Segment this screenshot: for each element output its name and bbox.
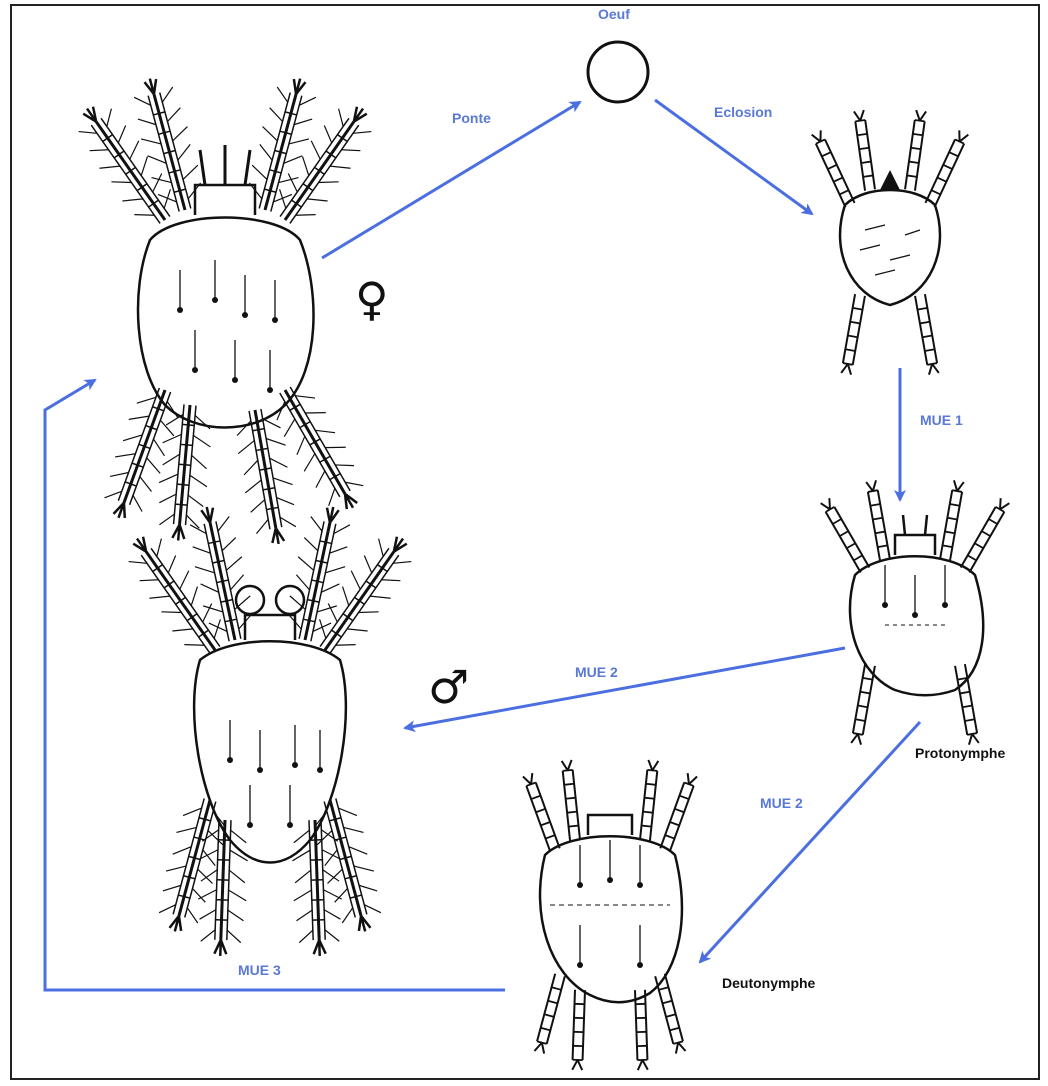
- moult3-label: MUE 3: [238, 962, 281, 978]
- egg-label: Oeuf: [598, 6, 630, 22]
- male-symbol-icon: ♂: [428, 664, 469, 710]
- male-mite-icon: [117, 502, 422, 957]
- laying-label: Ponte: [452, 110, 491, 126]
- female-symbol-icon: ♀: [355, 276, 389, 322]
- moult2-deuto-label: MUE 2: [760, 795, 803, 811]
- deutonymph-icon: [523, 760, 697, 1070]
- protonymph-icon: [821, 480, 1010, 744]
- arrow-mue2-deuto: [700, 722, 920, 962]
- egg-icon: [588, 42, 648, 102]
- moult1-label: MUE 1: [920, 412, 963, 428]
- moult2-male-label: MUE 2: [575, 664, 618, 680]
- arrow-mue2-male: [405, 648, 845, 728]
- arrows: [45, 100, 920, 990]
- female-mite-icon: [67, 72, 382, 548]
- protonymph-label: Protonymphe: [915, 745, 1005, 761]
- arrow-ponte: [322, 102, 580, 258]
- larva-icon: [812, 110, 969, 375]
- deutonymph-label: Deutonymphe: [722, 975, 815, 991]
- hatching-label: Eclosion: [714, 104, 772, 120]
